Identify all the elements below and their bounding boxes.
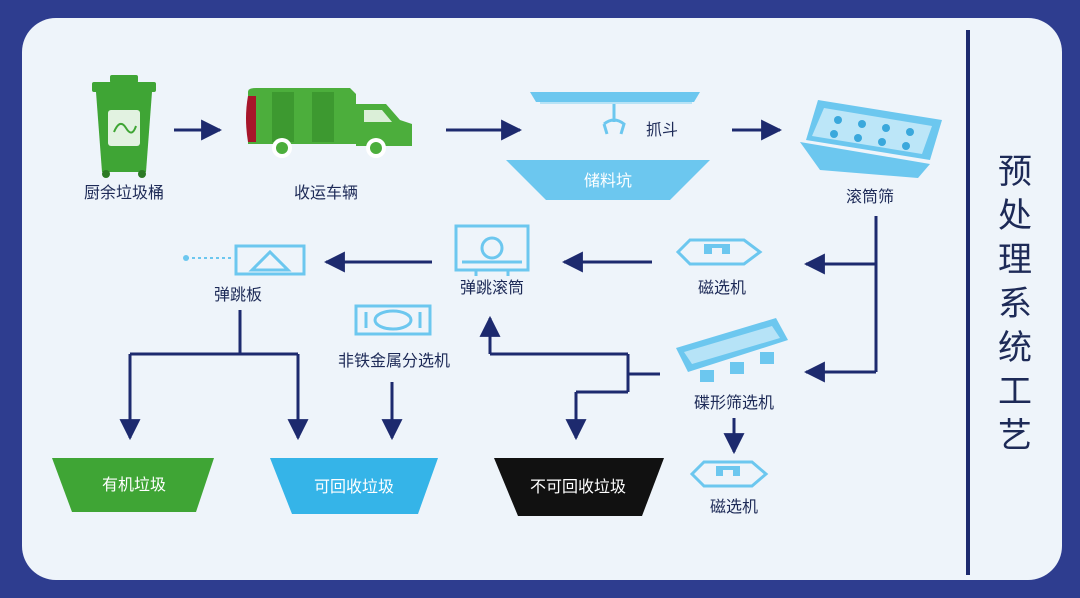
label-non-recyclable: 不可回收垃圾: [529, 477, 627, 496]
magnetic-separator-2-icon: [689, 460, 769, 488]
non-recyclable-waste-bin: [494, 458, 664, 516]
kitchen-bin-icon: [92, 75, 156, 178]
storage-pit-icon: [506, 92, 710, 200]
nonferrous-separator-icon: [354, 304, 432, 336]
disc-screen-icon: [676, 318, 788, 382]
label-bounce-drum: 弹跳滚筒: [459, 278, 525, 297]
bounce-board-icon: [183, 244, 306, 276]
bounce-drum-icon: [454, 224, 530, 276]
truck-icon: [246, 88, 412, 158]
label-grab: 抓斗: [645, 120, 679, 139]
label-nonferrous: 非铁金属分选机: [337, 351, 451, 370]
label-magnetic-2: 磁选机: [709, 497, 759, 516]
organic-waste-bin: [52, 458, 214, 512]
label-truck: 收运车辆: [293, 183, 359, 202]
label-storage-pit: 储料坑: [583, 171, 633, 190]
label-kitchen-bin: 厨余垃圾桶: [83, 183, 165, 202]
magnetic-separator-1-icon: [675, 238, 763, 266]
label-bounce-board: 弹跳板: [213, 285, 263, 304]
label-magnetic-1: 磁选机: [697, 278, 747, 297]
label-organic: 有机垃圾: [101, 475, 167, 494]
label-disc-screen: 碟形筛选机: [693, 393, 775, 412]
recyclable-waste-bin: [270, 458, 438, 514]
label-drum-screen: 滚筒筛: [845, 187, 895, 206]
page-title: 预处理系统工艺: [998, 152, 1034, 456]
label-recyclable: 可回收垃圾: [313, 477, 395, 496]
drum-screen-icon: [800, 100, 942, 178]
